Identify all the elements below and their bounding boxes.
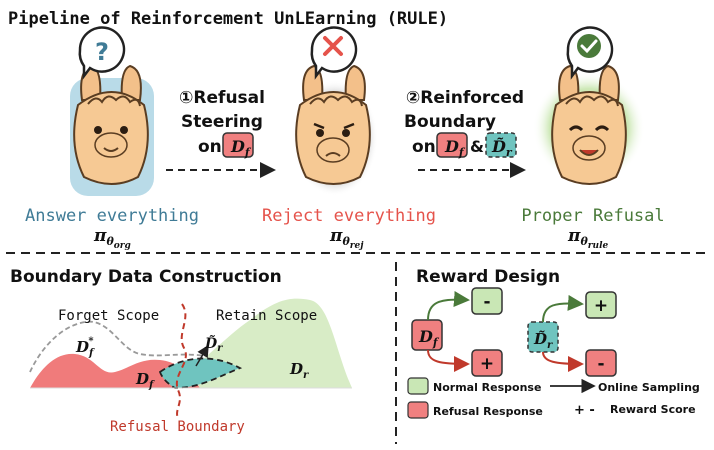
df-to-minus-arrow [427, 291, 470, 321]
boundary-title: Boundary Data Construction [10, 267, 282, 287]
policy-rule: πθrule [567, 226, 609, 251]
reward-minus-green [471, 287, 503, 315]
df-star-label: Df* [75, 336, 95, 359]
legend-score-symbols: + - [574, 403, 595, 418]
step1-on: on [198, 137, 222, 157]
step2-df-box: Df [436, 132, 468, 159]
legend-refusal-label: Refusal Response [433, 405, 543, 418]
forget-distribution [30, 353, 200, 388]
svg-text:Df: Df [444, 137, 466, 159]
step1-line2: Steering [181, 112, 263, 132]
caption-reject-everything: Reject everything [262, 206, 436, 226]
check-icon [577, 34, 601, 58]
caption-proper-refusal: Proper Refusal [521, 206, 664, 226]
legend-normal-label: Normal Response [433, 381, 541, 394]
dr-pointer [195, 344, 209, 367]
legend-normal-swatch [407, 377, 429, 395]
dr-label: Dr [289, 360, 309, 381]
reward-dr-box: D̃r [527, 321, 559, 353]
refusal-boundary-label: Refusal Boundary [110, 419, 245, 435]
boundary-data-region [158, 357, 243, 389]
reward-minus-red-label: - [597, 354, 604, 374]
reward-df-box: Df [411, 319, 443, 351]
step2-amp: & [470, 137, 484, 156]
step2-line2: Boundary [404, 112, 496, 132]
step1-line1: ①Refusal [179, 88, 265, 108]
figure-title: Pipeline of Reinforcement UnLEarning (RU… [8, 9, 448, 29]
dr-to-minus-arrow [542, 351, 584, 372]
reward-plus-green [585, 291, 617, 319]
reward-minus-red [585, 349, 617, 377]
reward-minus-green-label: - [483, 292, 490, 312]
forget-scope-label: Forget Scope [58, 308, 159, 324]
cross-icon [323, 36, 343, 56]
llama-original [70, 26, 154, 196]
llama-reject [292, 26, 378, 196]
step1-df-box: Df [222, 132, 254, 159]
step2-dr-box: D̃r [485, 132, 517, 159]
refusal-boundary-line [175, 303, 187, 419]
df-label: Df [135, 370, 155, 391]
question-mark-icon: ? [95, 38, 109, 66]
svg-text:Df: Df [418, 327, 440, 349]
dr-to-plus-arrow [542, 294, 584, 323]
retain-scope-label: Retain Scope [216, 308, 317, 324]
df-to-plus-arrow [427, 349, 470, 372]
legend-online-label: Online Sampling [598, 381, 700, 394]
reward-title: Reward Design [416, 267, 560, 287]
svg-text:D̃r: D̃r [533, 330, 553, 351]
caption-answer-everything: Answer everything [25, 206, 199, 226]
svg-text:D̃r: D̃r [491, 137, 513, 159]
step2-line1: ②Reinforced [406, 88, 524, 108]
dr-tilde-label: D̃r [204, 334, 223, 354]
legend-score-label: Reward Score [610, 403, 696, 416]
legend-refusal-swatch [407, 401, 429, 419]
reward-plus-red [471, 349, 503, 377]
step2-on: on [412, 137, 436, 157]
reward-plus-green-label: + [594, 296, 608, 316]
reward-plus-red-label: + [480, 354, 494, 374]
policy-org: πθorg [93, 226, 131, 251]
policy-rej: πθrej [329, 226, 364, 251]
svg-text:Df: Df [230, 137, 252, 159]
